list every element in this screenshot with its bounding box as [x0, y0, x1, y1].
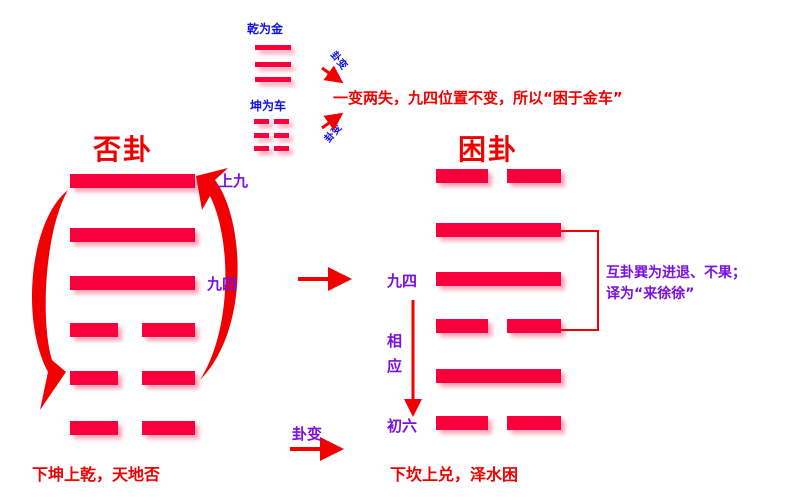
arrow-icon	[321, 65, 344, 84]
xiang-label: 相	[387, 332, 403, 350]
curved-arrow-icon	[196, 168, 238, 380]
hu-gua-note-2: 译为“来徐徐”	[606, 286, 695, 302]
arrow-icon	[321, 112, 344, 131]
middle-bian-label: 卦变	[292, 425, 323, 443]
qian-label: 乾为金	[247, 22, 284, 36]
pi-caption: 下坤上乾，天地否	[32, 465, 161, 484]
kun-label: 坤为车	[250, 99, 287, 113]
curved-arrow-icon	[31, 190, 68, 410]
top-note: 一变两失，九四位置不变，所以“困于金车”	[333, 89, 623, 107]
kun-title: 困卦	[458, 133, 519, 166]
jiu-si-label-right: 九四	[387, 272, 418, 290]
kun-caption: 下坎上兑，泽水困	[390, 465, 519, 484]
bracket	[560, 230, 599, 331]
pi-title: 否卦	[93, 133, 154, 166]
ying-label: 应	[387, 357, 403, 375]
hu-gua-note-1: 互卦巽为进退、不果；	[606, 265, 746, 281]
jiu-si-label-left: 九四	[207, 275, 238, 293]
chu-liu-label: 初六	[387, 417, 418, 435]
shang-jiu-label: 上九	[218, 172, 249, 190]
